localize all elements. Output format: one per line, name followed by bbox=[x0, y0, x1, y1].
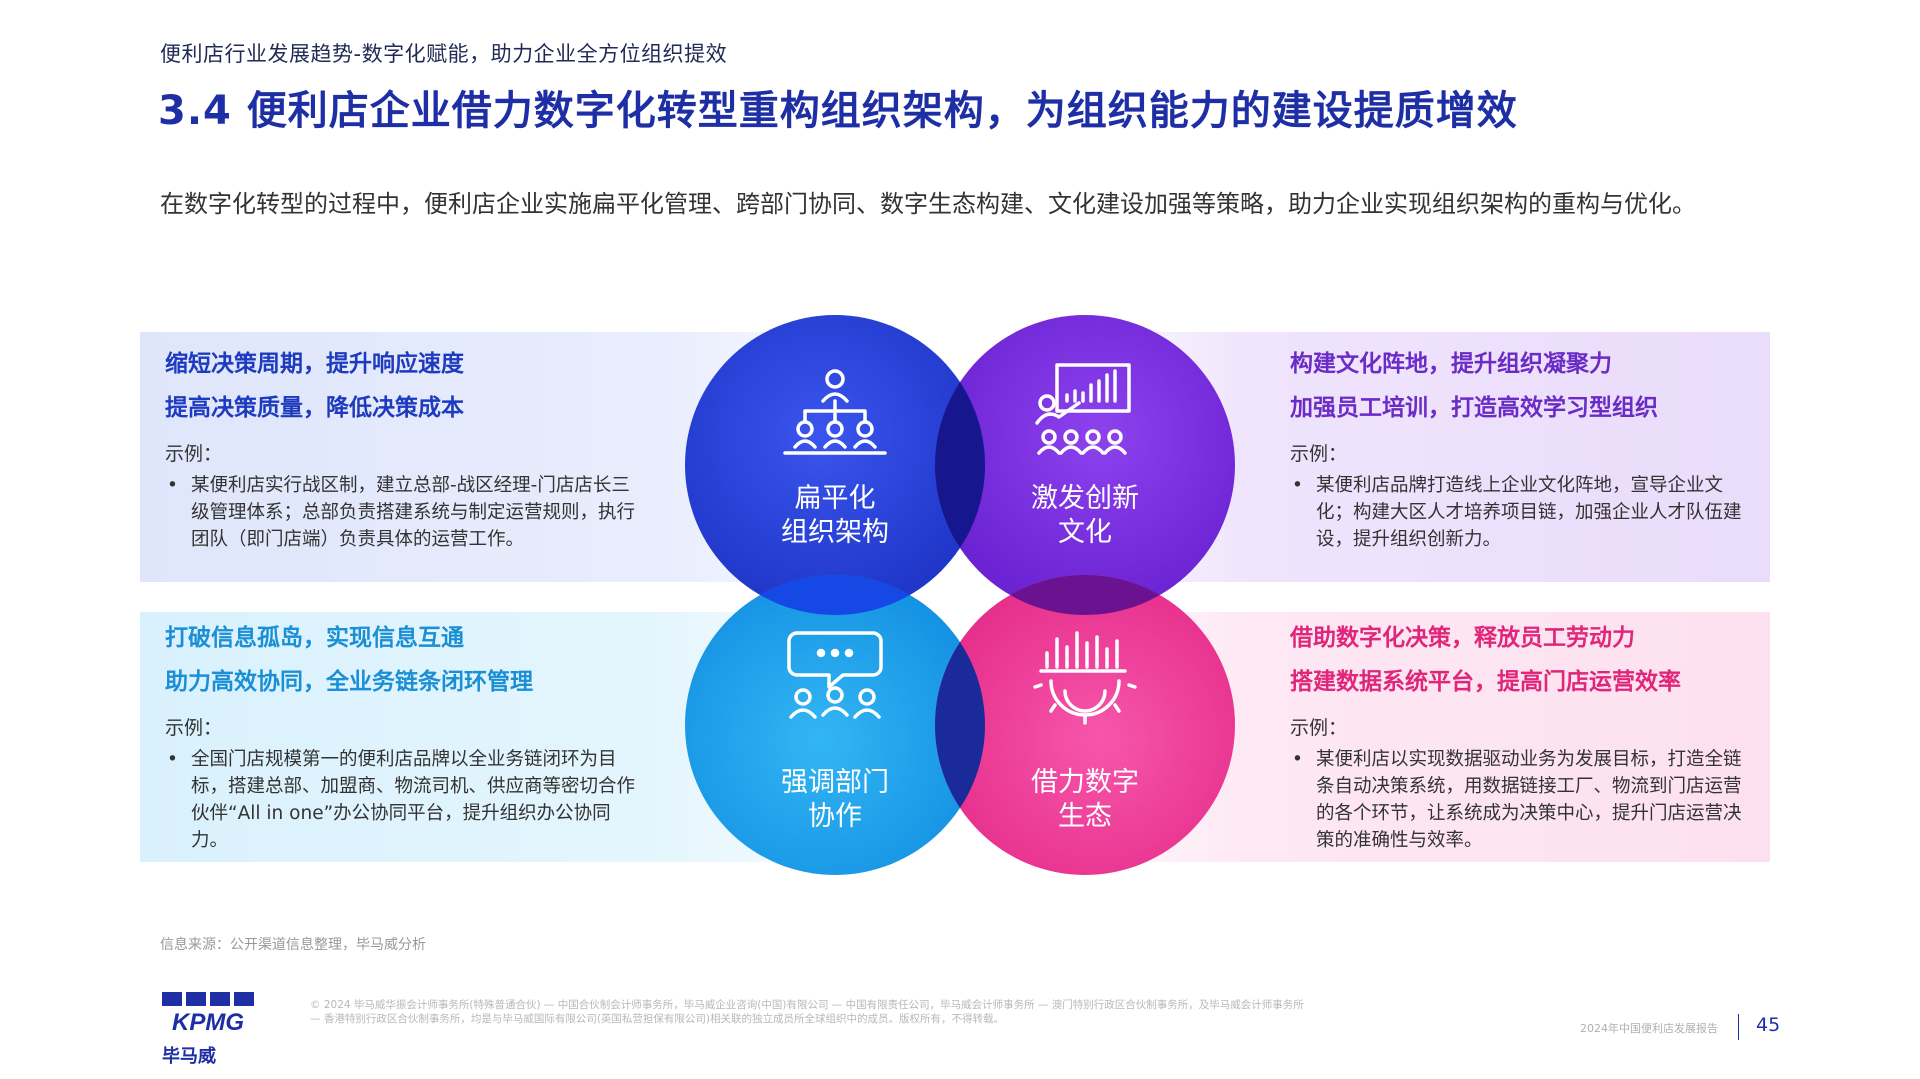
example-bullet: 全国门店规模第一的便利店品牌以全业务链闭环为目标，搭建总部、加盟商、物流司机、供… bbox=[165, 746, 645, 854]
circle-label-tl-1: 扁平化 bbox=[795, 483, 876, 514]
circle-flat-org bbox=[685, 315, 985, 615]
headline-2: 助力高效协同，全业务链条闭环管理 bbox=[165, 669, 533, 695]
data-gear-icon bbox=[1033, 631, 1137, 725]
example-bullet: 某便利店以实现数据驱动业务为发展目标，打造全链条自动决策系统，用数据链接工厂、物… bbox=[1290, 746, 1750, 854]
circle-label-tr-1: 激发创新 bbox=[1031, 483, 1139, 514]
example-label: 示例： bbox=[1290, 717, 1348, 739]
circle-label-br-2: 生态 bbox=[1058, 801, 1112, 832]
headline-1: 构建文化阵地，提升组织凝聚力 bbox=[1290, 351, 1612, 377]
legal-notice: © 2024 毕马威华振会计师事务所(特殊普通合伙) — 中国合伙制会计师事务所… bbox=[310, 999, 1304, 1025]
headline-2: 搭建数据系统平台，提高门店运营效率 bbox=[1290, 669, 1681, 695]
circle-collaboration bbox=[685, 575, 985, 875]
venn-diagram: 扁平化 组织架构 激发创新 文化 强调部门 协作 借力数字 生态 bbox=[685, 315, 1235, 875]
circle-label-bl-2: 协作 bbox=[808, 801, 862, 832]
headline-1: 借助数字化决策，释放员工劳动力 bbox=[1290, 625, 1635, 651]
page-number: 45 bbox=[1756, 1014, 1781, 1036]
logo-text: KPMG bbox=[172, 1009, 244, 1036]
intro-paragraph: 在数字化转型的过程中，便利店企业实施扁平化管理、跨部门协同、数字生态构建、文化建… bbox=[160, 190, 1696, 218]
circle-label-bl-1: 强调部门 bbox=[781, 767, 889, 798]
kpmg-logo: KPMG bbox=[160, 990, 256, 1040]
source-note: 信息来源：公开渠道信息整理，毕马威分析 bbox=[160, 937, 426, 953]
example-label: 示例： bbox=[165, 443, 223, 465]
headline-2: 提高决策质量，降低决策成本 bbox=[165, 395, 464, 421]
circle-innovation-culture bbox=[935, 315, 1235, 615]
quadrant-top-right: 构建文化阵地，提升组织凝聚力 加强员工培训，打造高效学习型组织 示例： 某便利店… bbox=[1290, 342, 1750, 553]
org-chart-icon bbox=[783, 369, 887, 455]
circle-label-br-1: 借力数字 bbox=[1031, 767, 1139, 798]
headline-2: 加强员工培训，打造高效学习型组织 bbox=[1290, 395, 1658, 421]
report-name: 2024年中国便利店发展报告 bbox=[1580, 1022, 1718, 1035]
footer-divider bbox=[1738, 1014, 1739, 1040]
quadrant-bottom-right: 借助数字化决策，释放员工劳动力 搭建数据系统平台，提高门店运营效率 示例： 某便… bbox=[1290, 616, 1750, 854]
team-discussion-icon bbox=[787, 631, 883, 719]
circle-digital-ecosystem bbox=[935, 575, 1235, 875]
logo-chinese-name: 毕马威 bbox=[162, 1046, 216, 1067]
presentation-icon bbox=[1035, 363, 1131, 455]
headline-1: 打破信息孤岛，实现信息互通 bbox=[165, 625, 464, 651]
example-label: 示例： bbox=[1290, 443, 1348, 465]
section-kicker: 便利店行业发展趋势-数字化赋能，助力企业全方位组织提效 bbox=[160, 42, 728, 66]
quadrant-bottom-left: 打破信息孤岛，实现信息互通 助力高效协同，全业务链条闭环管理 示例： 全国门店规… bbox=[165, 616, 645, 854]
example-bullet: 某便利店实行战区制，建立总部-战区经理-门店店长三级管理体系；总部负责搭建系统与… bbox=[165, 472, 645, 553]
circle-label-tl-2: 组织架构 bbox=[781, 517, 889, 548]
example-label: 示例： bbox=[165, 717, 223, 739]
page-title: 3.4 便利店企业借力数字化转型重构组织架构，为组织能力的建设提质增效 bbox=[158, 88, 1518, 134]
quadrant-top-left: 缩短决策周期，提升响应速度 提高决策质量，降低决策成本 示例： 某便利店实行战区… bbox=[165, 342, 645, 553]
headline-1: 缩短决策周期，提升响应速度 bbox=[165, 351, 464, 377]
circle-label-tr-2: 文化 bbox=[1058, 517, 1112, 548]
example-bullet: 某便利店品牌打造线上企业文化阵地，宣导企业文化；构建大区人才培养项目链，加强企业… bbox=[1290, 472, 1750, 553]
